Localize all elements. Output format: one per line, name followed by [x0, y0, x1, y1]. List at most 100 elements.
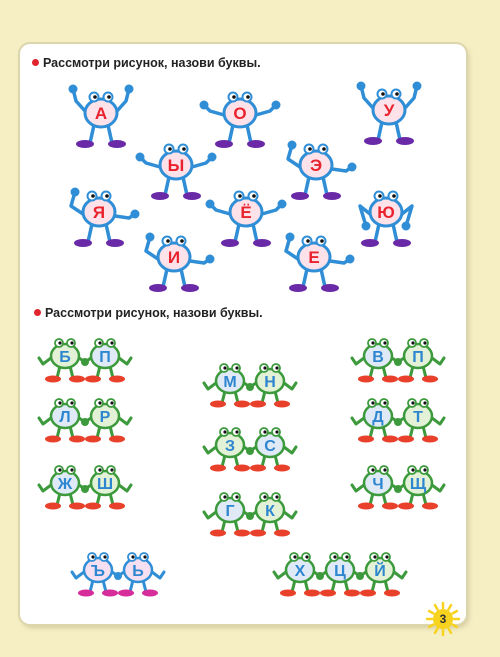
- foot-icon: [304, 589, 320, 597]
- vowel-figure-6: Я: [69, 187, 140, 247]
- hand-icon: [207, 152, 217, 162]
- held-hands-icon: [394, 485, 402, 493]
- consonant-letter: Б: [59, 349, 71, 366]
- vowel-figure-9: И: [144, 232, 215, 292]
- consonant-letter: Т: [413, 409, 423, 426]
- foot-icon: [151, 192, 169, 200]
- held-hands-icon: [246, 383, 254, 391]
- foot-icon: [382, 502, 398, 510]
- hand-icon: [361, 221, 371, 231]
- foot-icon: [291, 192, 309, 200]
- foot-icon: [250, 464, 266, 472]
- held-hands-icon: [81, 418, 89, 426]
- foot-icon: [382, 435, 398, 443]
- foot-icon: [422, 435, 438, 443]
- vowel-letter: Я: [93, 203, 105, 222]
- consonant-letter: Ч: [372, 476, 383, 493]
- vowel-figure-10: Е: [284, 232, 355, 292]
- foot-icon: [274, 400, 290, 408]
- page-number: 3: [439, 612, 447, 626]
- foot-icon: [321, 284, 339, 292]
- foot-icon: [398, 502, 414, 510]
- foot-icon: [181, 284, 199, 292]
- held-hands-icon: [246, 512, 254, 520]
- consonant-letter: Щ: [410, 476, 427, 493]
- foot-icon: [422, 375, 438, 383]
- foot-icon: [85, 375, 101, 383]
- foot-icon: [384, 589, 400, 597]
- foot-icon: [74, 239, 92, 247]
- hand-icon: [68, 84, 78, 94]
- vowel-letter: И: [168, 248, 180, 267]
- foot-icon: [109, 435, 125, 443]
- held-hands-icon: [394, 358, 402, 366]
- hand-icon: [287, 140, 297, 150]
- page-number-badge: 3: [425, 601, 461, 637]
- foot-icon: [234, 400, 250, 408]
- instruction-section-2: Рассмотри рисунок, назови буквы.: [34, 306, 263, 320]
- foot-icon: [323, 192, 341, 200]
- held-hands-icon: [356, 572, 364, 580]
- consonant-letter: М: [223, 374, 236, 391]
- foot-icon: [210, 400, 226, 408]
- vowel-letter: Э: [310, 156, 322, 175]
- foot-icon: [183, 192, 201, 200]
- foot-icon: [78, 589, 94, 597]
- foot-icon: [358, 375, 374, 383]
- hand-icon: [271, 100, 281, 110]
- foot-icon: [396, 137, 414, 145]
- hand-icon: [356, 81, 366, 91]
- foot-icon: [142, 589, 158, 597]
- foot-icon: [106, 239, 124, 247]
- held-hands-icon: [81, 358, 89, 366]
- foot-icon: [398, 375, 414, 383]
- hand-icon: [401, 221, 411, 231]
- hand-icon: [124, 84, 134, 94]
- consonant-letter: П: [99, 349, 111, 366]
- held-hands-icon: [316, 572, 324, 580]
- held-hands-icon: [246, 447, 254, 455]
- vowel-figure-4: Ы: [135, 143, 217, 200]
- foot-icon: [221, 239, 239, 247]
- bullet-icon: [34, 309, 41, 316]
- consonant-letter: З: [225, 438, 235, 455]
- hand-icon: [412, 81, 422, 91]
- foot-icon: [398, 435, 414, 443]
- foot-icon: [76, 140, 94, 148]
- foot-icon: [85, 502, 101, 510]
- held-hands-icon: [394, 418, 402, 426]
- hand-icon: [285, 232, 295, 242]
- consonant-letter: Д: [372, 409, 384, 426]
- vowel-letter: Е: [308, 248, 319, 267]
- foot-icon: [274, 464, 290, 472]
- foot-icon: [45, 375, 61, 383]
- consonant-letter: Х: [295, 563, 306, 580]
- consonant-letter: Р: [100, 409, 111, 426]
- vowel-figure-8: Ю: [358, 190, 414, 247]
- hand-icon: [347, 162, 357, 172]
- consonant-letter: Л: [59, 409, 70, 426]
- held-hands-icon: [114, 572, 122, 580]
- foot-icon: [234, 529, 250, 537]
- vowel-letter: Ы: [168, 156, 185, 175]
- foot-icon: [215, 140, 233, 148]
- hand-icon: [277, 199, 287, 209]
- vowel-letter: Ё: [240, 203, 251, 222]
- hand-icon: [205, 199, 215, 209]
- foot-icon: [360, 589, 376, 597]
- sun-icon: [425, 601, 461, 637]
- hand-icon: [205, 254, 215, 264]
- sign-letter: Ъ: [91, 563, 105, 580]
- sign-letter: Ь: [132, 563, 144, 580]
- foot-icon: [361, 239, 379, 247]
- foot-icon: [234, 464, 250, 472]
- foot-icon: [250, 529, 266, 537]
- foot-icon: [109, 502, 125, 510]
